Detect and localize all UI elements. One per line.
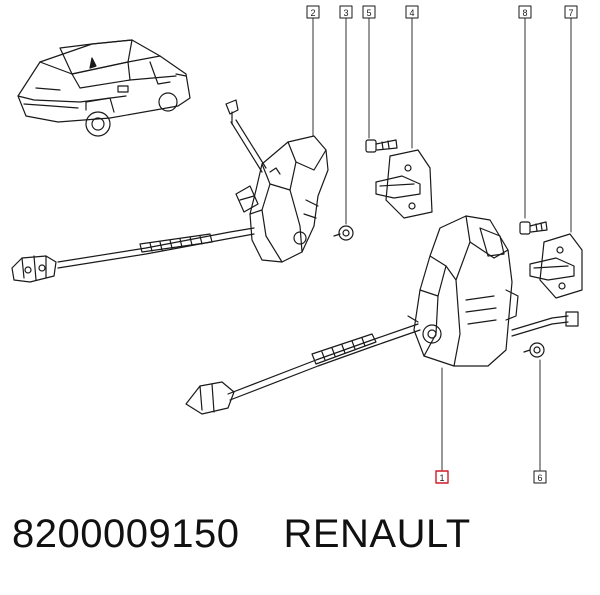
callout-7: 7 xyxy=(564,5,578,19)
callout-label: 8 xyxy=(522,8,527,18)
leader-lines xyxy=(312,17,572,471)
callout-label: 7 xyxy=(568,8,573,18)
washer-part-6 xyxy=(523,342,545,358)
callout-label: 4 xyxy=(409,8,414,18)
lock-rod-right xyxy=(511,311,579,337)
callout-4: 4 xyxy=(405,5,419,19)
product-caption: 8200009150 RENAULT xyxy=(12,512,471,557)
striker-plate-part-4 xyxy=(375,149,433,219)
callout-3: 3 xyxy=(339,5,353,19)
callout-label: 2 xyxy=(310,8,315,18)
car-illustration xyxy=(17,39,191,137)
callout-1-highlighted: 1 xyxy=(435,470,449,484)
cable-left xyxy=(11,227,255,283)
striker-plate-part-7 xyxy=(529,233,583,299)
lock-rod-left xyxy=(225,99,267,173)
screw-part-8 xyxy=(519,221,548,235)
lock-assembly-right xyxy=(413,215,519,367)
cable-right xyxy=(185,315,421,415)
lock-assembly-left xyxy=(235,135,329,263)
brand-name: RENAULT xyxy=(283,512,471,556)
callout-label: 3 xyxy=(343,8,348,18)
washer-part-3 xyxy=(333,225,354,241)
callout-6: 6 xyxy=(533,470,547,484)
callout-5: 5 xyxy=(362,5,376,19)
callout-8: 8 xyxy=(518,5,532,19)
callout-label: 6 xyxy=(537,473,542,483)
callout-label: 1 xyxy=(439,473,444,483)
callout-label: 5 xyxy=(366,8,371,18)
callout-2: 2 xyxy=(306,5,320,19)
part-number: 8200009150 xyxy=(12,512,240,556)
screw-part-5 xyxy=(365,139,398,153)
